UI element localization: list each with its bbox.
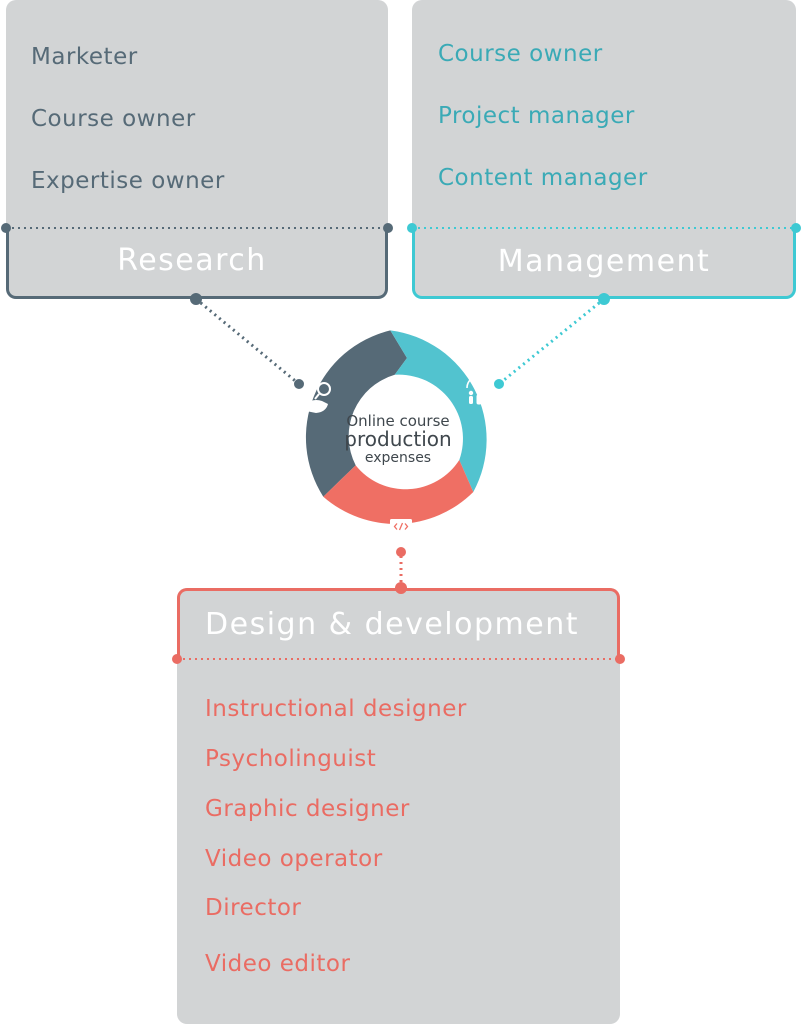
management-item-content-manager: Content manager [438, 165, 648, 191]
center-line-1: Online course [346, 412, 449, 430]
design-item-instructional-designer: Instructional designer [205, 696, 467, 722]
design-title: Design & development [205, 607, 579, 642]
design-item-video-editor: Video editor [205, 951, 351, 977]
design-item-graphic-designer: Graphic designer [205, 796, 410, 822]
management-item-course-owner: Course owner [438, 41, 603, 67]
ring-segment-management [390, 330, 487, 492]
magnifier-hand-icon [306, 382, 331, 413]
monitor-code-icon [390, 519, 412, 539]
design-card [177, 588, 620, 1024]
management-card [412, 0, 796, 298]
design-divider [172, 654, 625, 664]
research-item-course-owner: Course owner [31, 106, 196, 132]
management-divider [407, 223, 801, 233]
design-item-director: Director [205, 895, 302, 921]
design-item-psycholinguist: Psycholinguist [205, 746, 377, 772]
research-divider [1, 223, 393, 233]
management-connector [494, 293, 610, 389]
ring-segment-design [323, 460, 474, 524]
design-item-video-operator: Video operator [205, 846, 383, 872]
center-line-3: expenses [365, 450, 431, 466]
team-icon [466, 375, 492, 405]
research-item-expertise-owner: Expertise owner [31, 168, 225, 194]
research-connector [190, 293, 304, 389]
center-line-2: production [344, 427, 451, 451]
management-title: Management [497, 244, 711, 279]
management-item-project-manager: Project manager [438, 103, 635, 129]
ring-segment-research [305, 330, 407, 497]
research-item-marketer: Marketer [31, 44, 138, 70]
research-title: Research [117, 243, 267, 278]
research-card [6, 0, 388, 298]
design-connector [395, 547, 407, 594]
